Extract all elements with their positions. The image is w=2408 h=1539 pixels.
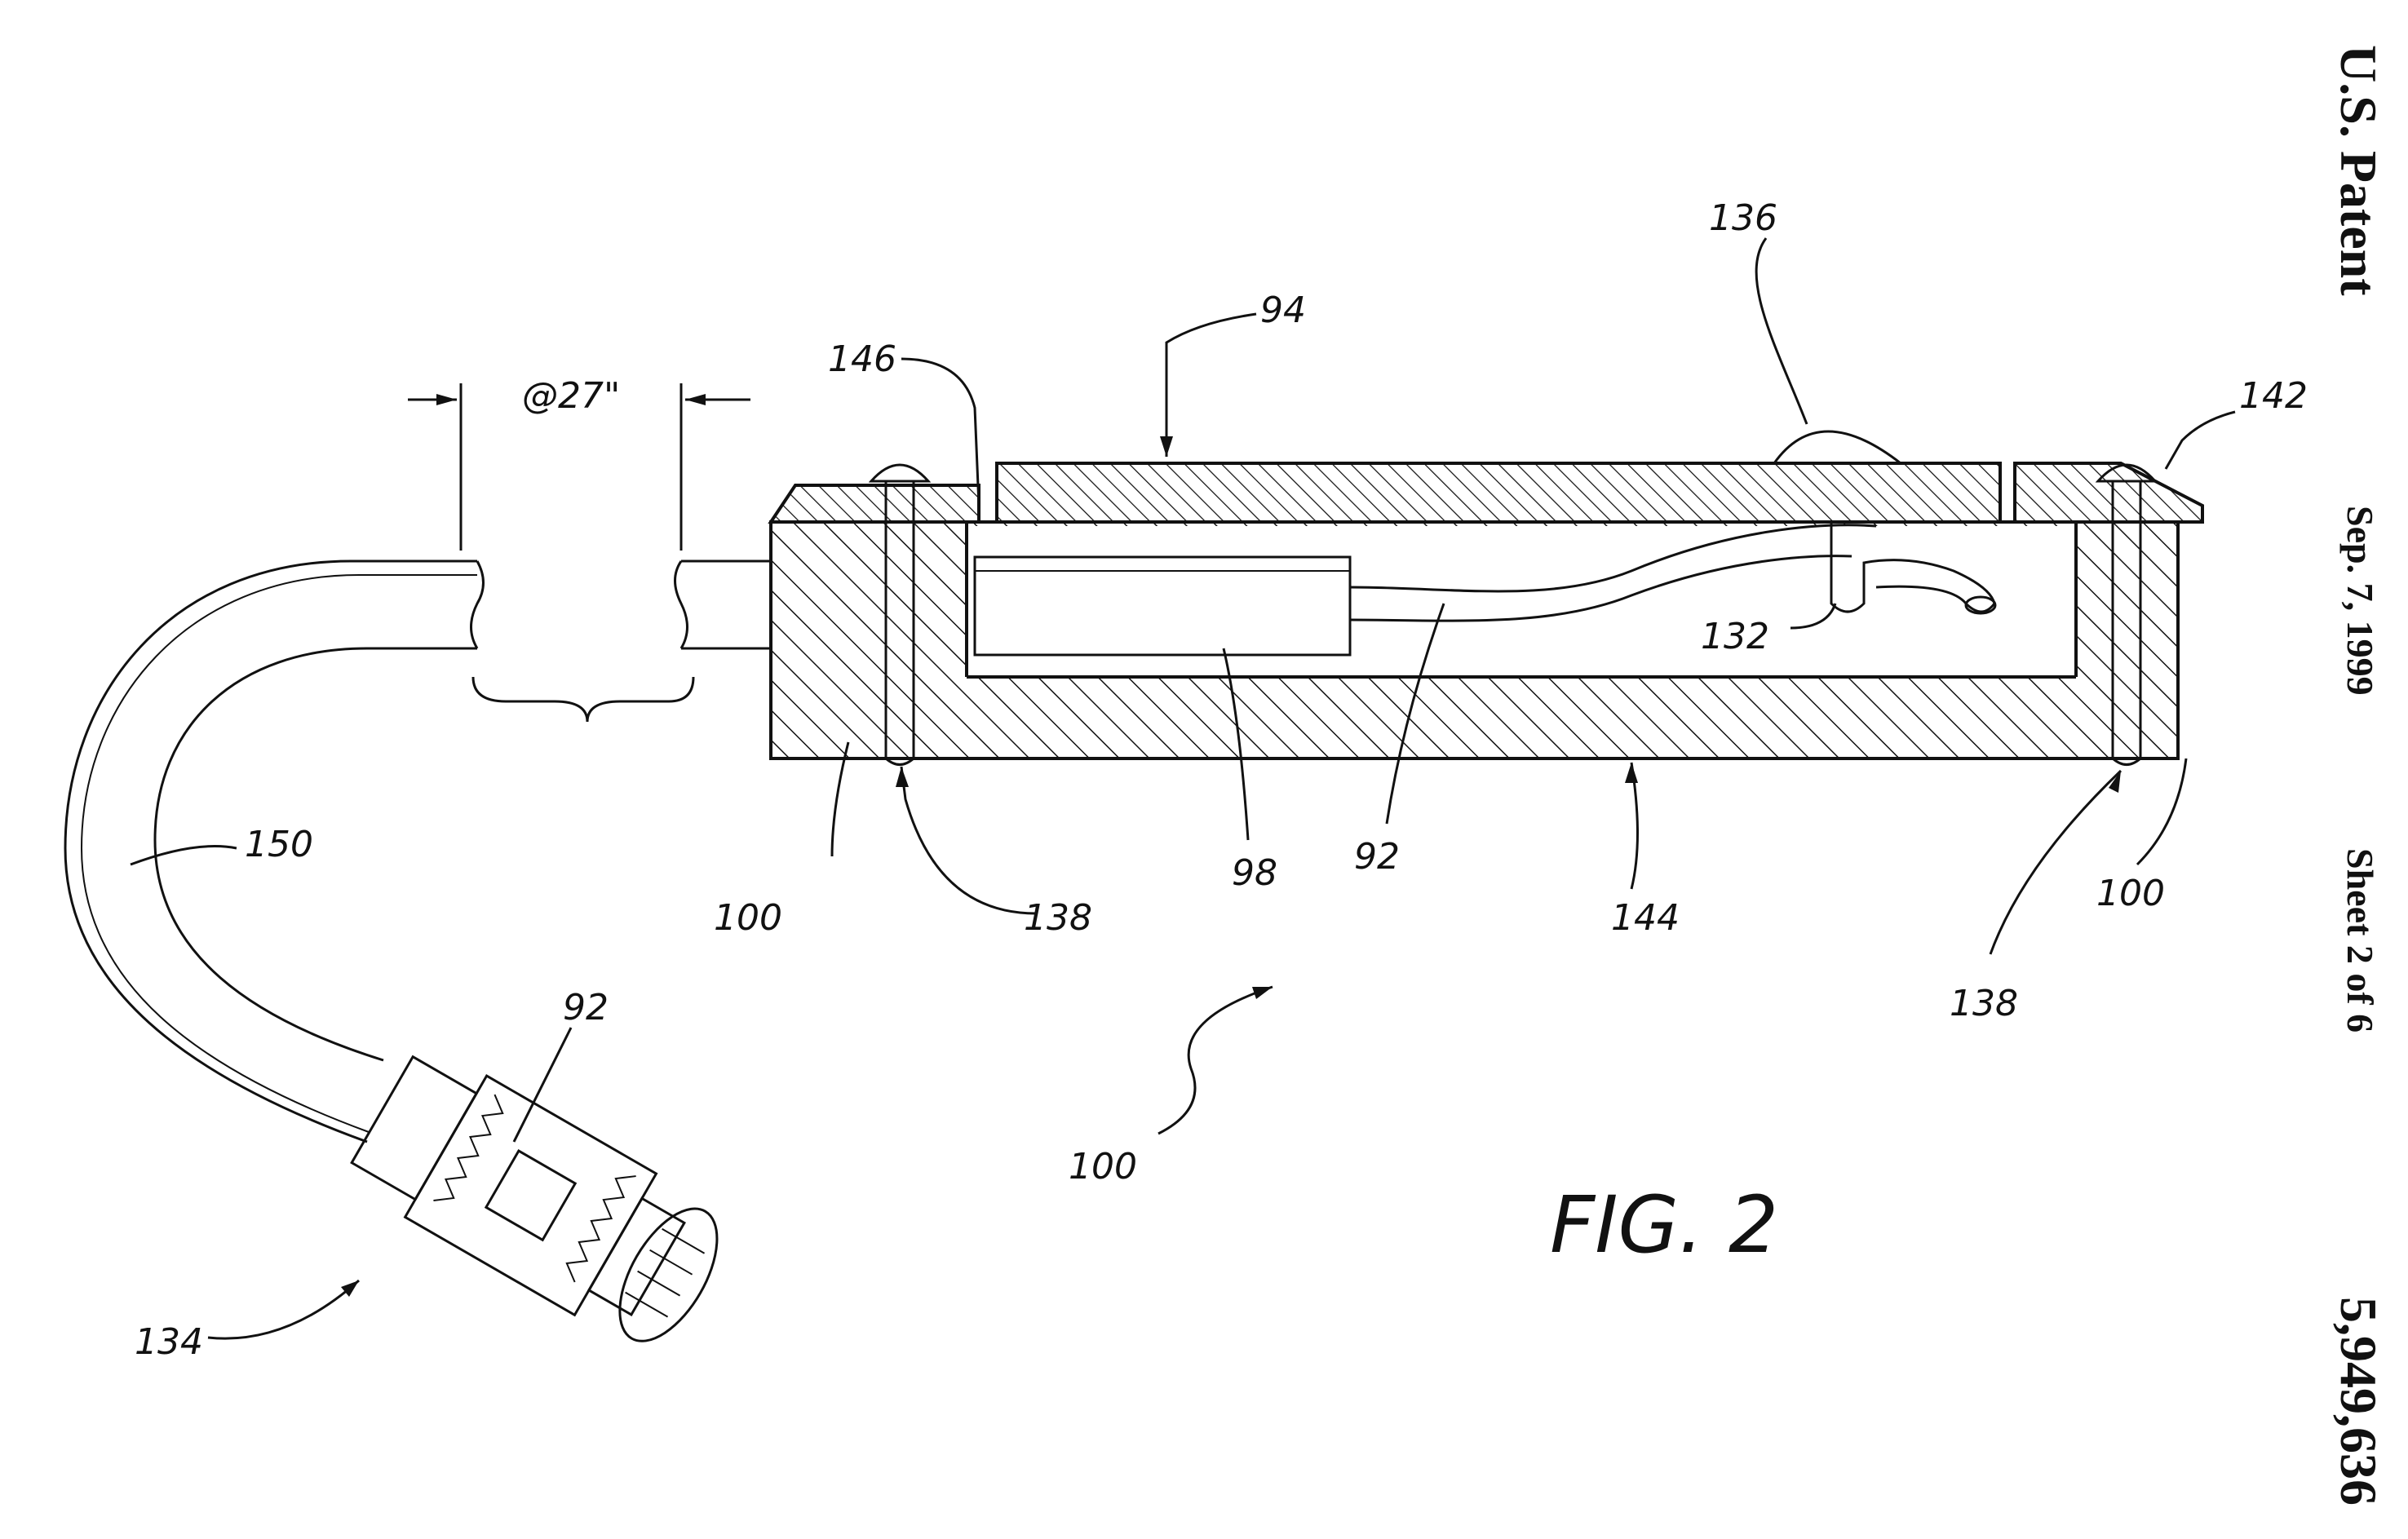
ref-92-connector: 92 (563, 987, 609, 1028)
ref-100-assembly: 100 (1069, 1146, 1137, 1187)
ref-144: 144 (1611, 897, 1680, 939)
internal-wire (1349, 524, 1877, 593)
ref-132: 132 (1701, 616, 1769, 657)
cover-plate-main (995, 462, 2002, 524)
header-sheet: Sheet 2 of 6 (2339, 848, 2381, 1033)
ref-134: 134 (135, 1321, 203, 1363)
connector-pins (625, 1227, 706, 1318)
ref-146: 146 (828, 338, 896, 380)
ref-138-right: 138 (1950, 983, 2018, 1024)
ref-138-left: 138 (1024, 897, 1092, 939)
page-header: U.S. Patent Sep. 7, 1999 Sheet 2 of 6 5,… (2330, 45, 2388, 1506)
connector-shell (403, 1074, 658, 1317)
reference-labels: 136 94 146 142 132 150 100 138 98 92 144… (135, 197, 2308, 1363)
housing-section (768, 430, 2204, 766)
leader-lines (130, 237, 2236, 1340)
housing-cavity (967, 526, 2076, 677)
sensor-body (973, 555, 1352, 657)
cable-150 (64, 559, 485, 1143)
connector-134 (350, 1055, 719, 1342)
dimension-27 (408, 383, 750, 723)
connector-plug (587, 1196, 686, 1317)
cover-plate-left (768, 484, 980, 524)
dome-136 (1773, 430, 1901, 465)
ref-150: 150 (245, 824, 313, 865)
ref-94: 94 (1260, 290, 1306, 331)
tube-stub (674, 559, 771, 650)
header-title: U.S. Patent (2330, 45, 2388, 296)
ref-100-right: 100 (2096, 873, 2165, 914)
ref-142: 142 (2239, 375, 2308, 417)
cover-plate-right (2013, 462, 2204, 524)
ref-98: 98 (1232, 852, 1277, 894)
dimension-label: @27" (522, 375, 620, 417)
ref-92-wire: 92 (1354, 836, 1400, 878)
tube-132 (1830, 522, 1996, 613)
header-patent-number: 5,949,636 (2330, 1297, 2388, 1506)
figure-caption: FIG. 2 (1550, 1179, 1778, 1271)
ref-100-left: 100 (714, 897, 782, 939)
header-date: Sep. 7, 1999 (2339, 506, 2381, 696)
ref-136: 136 (1709, 197, 1777, 239)
